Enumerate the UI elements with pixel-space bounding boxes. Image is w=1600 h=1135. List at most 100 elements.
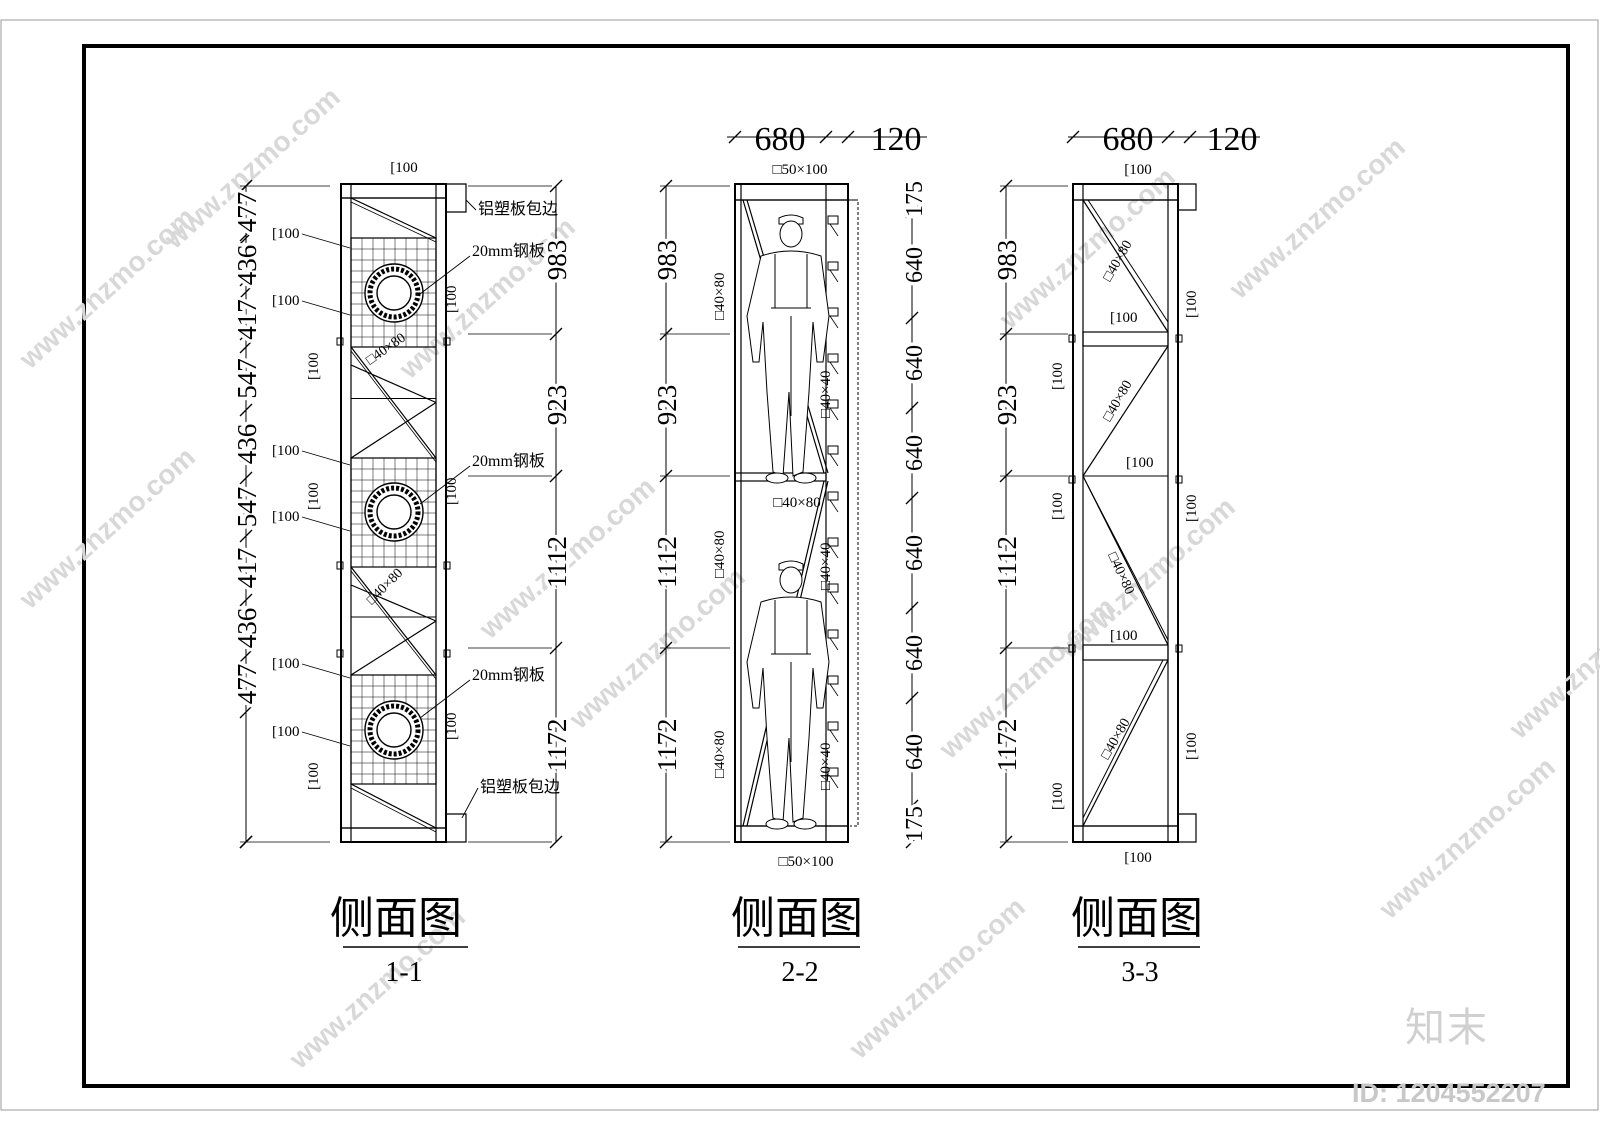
gusset — [1175, 644, 1183, 653]
tube-label: □40×80 — [773, 495, 821, 511]
cross-beam — [1082, 644, 1169, 661]
leader-line — [419, 255, 471, 295]
dim-label: 120 — [871, 121, 922, 158]
rung — [829, 361, 839, 375]
channel-label: [100 — [272, 656, 300, 672]
watermark-id: ID: 1204552207 — [1352, 1078, 1546, 1108]
dim-tick — [239, 340, 253, 354]
flange-bolts — [367, 703, 421, 757]
dim-label: 640 — [902, 435, 928, 471]
rung-clip — [827, 583, 839, 593]
dim-tick — [239, 649, 253, 663]
channel-label: [100 — [272, 226, 300, 242]
shoe — [793, 818, 817, 830]
tube-label: □40×80 — [712, 730, 728, 778]
steel-plate — [350, 237, 437, 348]
trim-bottom — [1178, 813, 1197, 843]
brace — [350, 570, 437, 680]
view-title: 侧面图 — [330, 894, 462, 943]
leader-line — [301, 731, 351, 747]
gusset — [1068, 644, 1076, 653]
channel-label: [100 — [1184, 733, 1200, 761]
channel-label: [100 — [1050, 363, 1066, 391]
channel-label: [100 — [1110, 628, 1138, 644]
rung — [829, 637, 839, 651]
dim-label: 983 — [542, 240, 572, 281]
shoe — [765, 818, 789, 830]
dim-label: 923 — [992, 385, 1022, 426]
dim-label: 1172 — [992, 719, 1022, 772]
dim-label: 1112 — [992, 536, 1022, 588]
gusset — [1175, 475, 1183, 484]
shoe — [793, 472, 817, 484]
channel-label: [100 — [306, 763, 322, 791]
plate-label: 20mm钢板 — [472, 666, 545, 684]
channel-label: [100 — [1124, 162, 1152, 178]
dim-label: 1112 — [542, 536, 572, 588]
dim-label: 983 — [652, 240, 682, 281]
channel-label: [100 — [272, 293, 300, 309]
brace — [350, 566, 437, 676]
trim-label: 铝塑板包边 — [478, 200, 558, 218]
view-title: 侧面图 — [1071, 894, 1203, 943]
person-body — [746, 596, 830, 823]
brace — [350, 783, 437, 829]
dim-label: 1172 — [652, 719, 682, 772]
steel-plate — [350, 457, 437, 568]
trim-top — [1178, 183, 1197, 211]
tube-label: □40×80 — [712, 530, 728, 578]
gusset — [443, 337, 451, 346]
rung-clip — [827, 767, 839, 777]
dim-tick — [905, 491, 919, 505]
leader-line — [419, 465, 471, 505]
flange-bolts — [367, 485, 421, 539]
dim-tick — [549, 179, 563, 193]
channel-label: [100 — [272, 443, 300, 459]
channel-label: [100 — [272, 724, 300, 740]
side-view-1-1: 4774364175474365474174364779839231112117… — [229, 160, 576, 849]
brace — [350, 364, 437, 404]
gusset — [336, 649, 344, 658]
dim-tick — [239, 403, 253, 417]
rung — [829, 453, 839, 467]
channel-label: [100 — [1050, 493, 1066, 521]
rung — [829, 545, 839, 559]
dim-tick — [549, 327, 563, 341]
rung-clip — [827, 399, 839, 409]
rung — [829, 407, 839, 421]
leader-line — [301, 233, 351, 249]
dim-tick — [905, 835, 919, 849]
dim-label: 417 — [232, 548, 262, 589]
person-head — [779, 220, 803, 248]
channel-label: [100 — [1184, 495, 1200, 523]
dim-label: 417 — [232, 299, 262, 340]
brace — [1082, 345, 1169, 477]
dim-label: 640 — [902, 535, 928, 571]
trim-top — [446, 183, 467, 213]
dim-tick — [905, 401, 919, 415]
gusset — [443, 561, 451, 570]
ladder-hatch — [850, 199, 859, 827]
rung-clip — [827, 215, 839, 225]
shoe — [765, 472, 789, 484]
flange-ring — [364, 263, 424, 323]
dim-tick — [239, 285, 253, 299]
channel-label: [100 — [444, 286, 460, 314]
tube-label: □40×40 — [818, 542, 834, 590]
top-beam — [1072, 183, 1179, 201]
leader-line — [301, 300, 351, 316]
flange-inner — [376, 494, 412, 530]
channel-label: [100 — [1124, 850, 1152, 866]
channel-label: [100 — [306, 483, 322, 511]
trim-bottom — [446, 813, 467, 843]
dim-tick — [239, 593, 253, 607]
dim-tick — [239, 529, 253, 543]
brace — [1087, 199, 1169, 323]
view-title: 侧面图 — [731, 894, 863, 943]
flange-inner — [376, 712, 412, 748]
steel-plate — [350, 674, 437, 785]
dim-tick — [819, 130, 833, 144]
tube-label: □50×100 — [772, 162, 827, 178]
